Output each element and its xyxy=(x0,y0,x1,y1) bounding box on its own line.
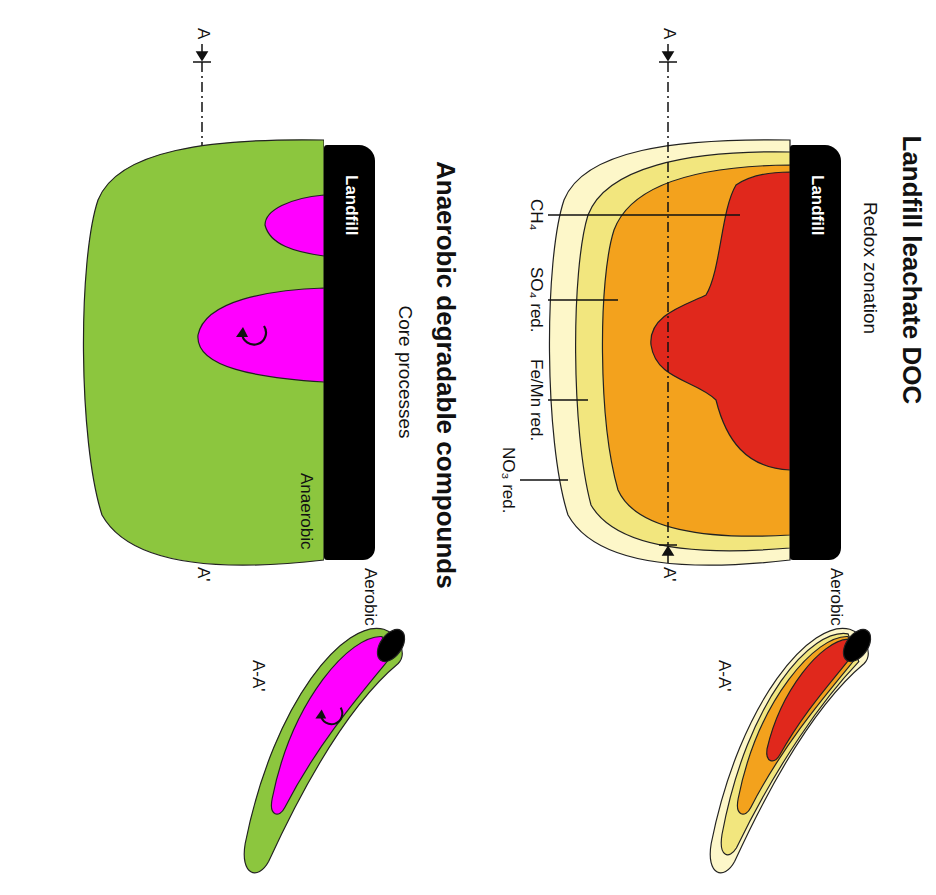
label-text: A-A' xyxy=(248,660,268,692)
node-text: Landfill xyxy=(807,175,827,235)
label-text: SO₄ red. xyxy=(526,267,546,333)
label-text: A' xyxy=(193,567,213,582)
anaerobic-zone: Anaerobic xyxy=(78,138,324,572)
redox-plume xyxy=(549,140,790,565)
label-text: Aerobic xyxy=(826,568,846,626)
cross-section xyxy=(244,625,410,873)
label-text: NO₃ red. xyxy=(498,447,518,513)
cross-section xyxy=(710,625,876,873)
label-text: A xyxy=(193,28,213,39)
label-text: Core processes xyxy=(394,306,416,439)
section-line xyxy=(659,44,677,563)
node-text: Anaerobic xyxy=(296,473,316,550)
label-text: A xyxy=(659,28,679,39)
label-text: Aerobic xyxy=(360,568,380,626)
label-text: Fe/Mn red. xyxy=(526,359,546,441)
leader-lines xyxy=(520,215,740,480)
node-text: Landfill xyxy=(341,175,361,235)
anaerobic-plume xyxy=(78,138,324,572)
panel-title: Landfill leachate DOC xyxy=(896,136,926,405)
landfill-bar: Landfill xyxy=(790,145,841,560)
label-text: CH₄ xyxy=(526,199,546,231)
landfill-bar: Landfill xyxy=(324,145,375,560)
label-text: Redox zonation xyxy=(859,202,881,334)
label-text: A-A' xyxy=(714,660,734,692)
panel-title: Anaerobic degradable compounds xyxy=(430,161,460,589)
label-text: A' xyxy=(659,567,679,582)
